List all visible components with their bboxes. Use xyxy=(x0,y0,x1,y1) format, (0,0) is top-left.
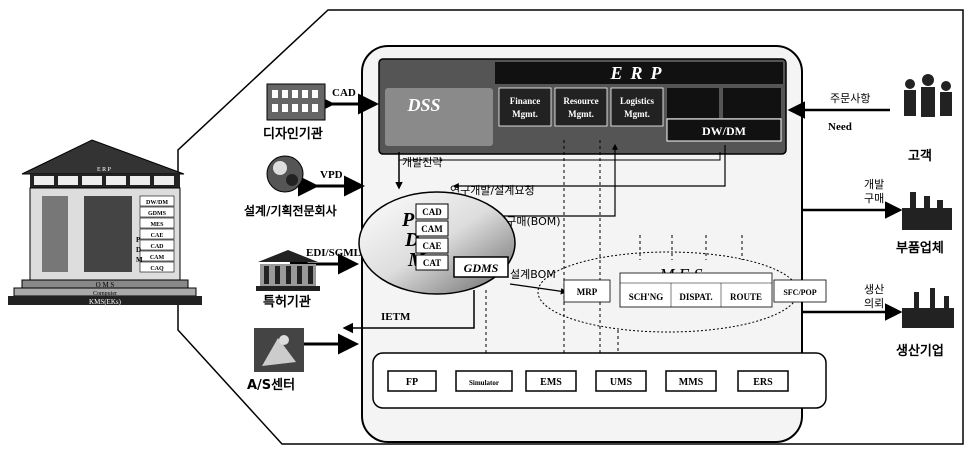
vpd-label: VPD xyxy=(320,169,343,181)
building-row-box xyxy=(139,228,175,240)
dss-label: DSS xyxy=(406,95,440,115)
building-row-box xyxy=(139,206,175,218)
pdm-module-box xyxy=(415,254,449,271)
bottom-module-box xyxy=(525,370,577,392)
pdm-module-label: CAM xyxy=(421,224,443,234)
as-center-icon xyxy=(254,328,304,372)
design-firm-icon xyxy=(266,155,304,193)
manufacturer-icon xyxy=(902,288,954,328)
sfc-label: SFC/POP xyxy=(783,288,816,297)
erp-module-line1: Resource xyxy=(563,96,598,106)
design-bom-label: 설계BOM xyxy=(510,268,556,281)
bottom-module-label: MMS xyxy=(679,377,704,388)
bottom-module-label: ERS xyxy=(753,377,773,388)
building-base2: Computer xyxy=(93,291,117,297)
bottom-module-box xyxy=(387,370,437,392)
building-base3: KMS(EKs) xyxy=(89,298,122,306)
building-row-label: DW/DM xyxy=(146,200,168,206)
mrp-label: MRP xyxy=(577,287,598,297)
building-row-box xyxy=(139,195,175,207)
patent-office-label: 특허기관 xyxy=(263,294,311,310)
pdm-module-box xyxy=(415,220,449,237)
ietm-label: IETM xyxy=(381,311,411,323)
mes-module-label: SCH'NG xyxy=(629,292,664,302)
pdm-module-label: CAD xyxy=(422,207,442,217)
erp-extra-box-2 xyxy=(723,88,781,118)
building-pdm-letter: D xyxy=(136,246,141,254)
dev-purchase-arrow xyxy=(454,143,618,217)
pdm-module-label: CAE xyxy=(422,241,441,251)
sfc-box xyxy=(773,279,827,303)
building-pdm-letter: P xyxy=(136,236,141,244)
rnd-request-arrow xyxy=(452,145,726,189)
need-label: Need xyxy=(828,121,852,133)
mrp-box xyxy=(563,279,611,303)
bottom-module-label: EMS xyxy=(540,377,562,388)
pdm-letter: P xyxy=(401,209,415,231)
erp-module-box xyxy=(498,87,552,127)
pdm-module-box xyxy=(415,203,449,220)
building-pdm-letter: M xyxy=(136,256,143,264)
erp-module-line2: Mgmt. xyxy=(624,109,650,119)
design-bom-arrow xyxy=(509,283,568,295)
building-row-box xyxy=(139,250,175,262)
parts-supplier-label: 부품업체 xyxy=(896,241,944,256)
building-row-label: CAD xyxy=(151,244,165,250)
bottom-module-box xyxy=(737,370,789,392)
bottom-module-label: UMS xyxy=(610,377,633,388)
gdms-label: GDMS xyxy=(464,261,499,275)
erp-module-line1: Finance xyxy=(510,96,541,106)
bottom-module-label: FP xyxy=(406,377,418,388)
building-row-label: MES xyxy=(150,222,164,228)
cad-label: CAD xyxy=(332,87,356,99)
erp-module-line1: Logistics xyxy=(620,96,654,106)
bottom-module-box xyxy=(455,370,513,392)
bottom-module-box xyxy=(665,370,717,392)
customer-label: 고객 xyxy=(908,148,932,164)
ietm-arrow xyxy=(342,290,475,334)
erp-module-box xyxy=(554,87,608,127)
building-base1: O M S xyxy=(96,281,115,289)
building-row-label: CAQ xyxy=(150,266,164,272)
erp-module-line2: Mgmt. xyxy=(568,109,594,119)
design-firm-label: 설계/기획전문회사 xyxy=(244,203,337,218)
as-center-label: A/S센터 xyxy=(247,377,295,393)
order-label: 주문사항 xyxy=(830,92,870,105)
patent-office-icon xyxy=(256,250,320,291)
pdm-module-label: CAT xyxy=(423,258,441,268)
parts-supplier-icon xyxy=(902,192,952,230)
building-row-label: CAM xyxy=(150,255,165,261)
customer-icon xyxy=(904,74,952,117)
dwdm-box xyxy=(666,118,782,142)
dwdm-label: DW/DM xyxy=(702,124,746,138)
gdms-box xyxy=(453,256,509,278)
manufacturer-label: 생산기업 xyxy=(896,343,944,359)
building-row-label: CAE xyxy=(151,233,164,239)
building-row-box xyxy=(139,261,175,273)
callout-frame xyxy=(177,9,964,445)
building-row-label: GDMS xyxy=(148,211,167,217)
design-agency-icon xyxy=(266,83,326,121)
mes-module-label: DISPAT. xyxy=(679,292,712,302)
building-row-box xyxy=(139,217,175,229)
edi-label: EDI/SGML xyxy=(306,247,361,259)
erp-title: ERP xyxy=(609,63,669,83)
erp-module-box xyxy=(610,87,664,127)
mes-module-label: ROUTE xyxy=(730,292,762,302)
dev-strategy-label: 개발전략 xyxy=(402,156,442,169)
pdm-module-box xyxy=(415,237,449,254)
erp-extra-box-1 xyxy=(667,88,719,118)
building-roof-label: E R P xyxy=(97,167,112,173)
design-agency-label: 디자인기관 xyxy=(263,126,323,142)
erp-module-line2: Mgmt. xyxy=(512,109,538,119)
bottom-module-box xyxy=(595,370,647,392)
rnd-request-label: 연구개발/설계요청 xyxy=(450,184,535,197)
building-row-box xyxy=(139,239,175,251)
bottom-module-label: Simulator xyxy=(469,379,499,387)
